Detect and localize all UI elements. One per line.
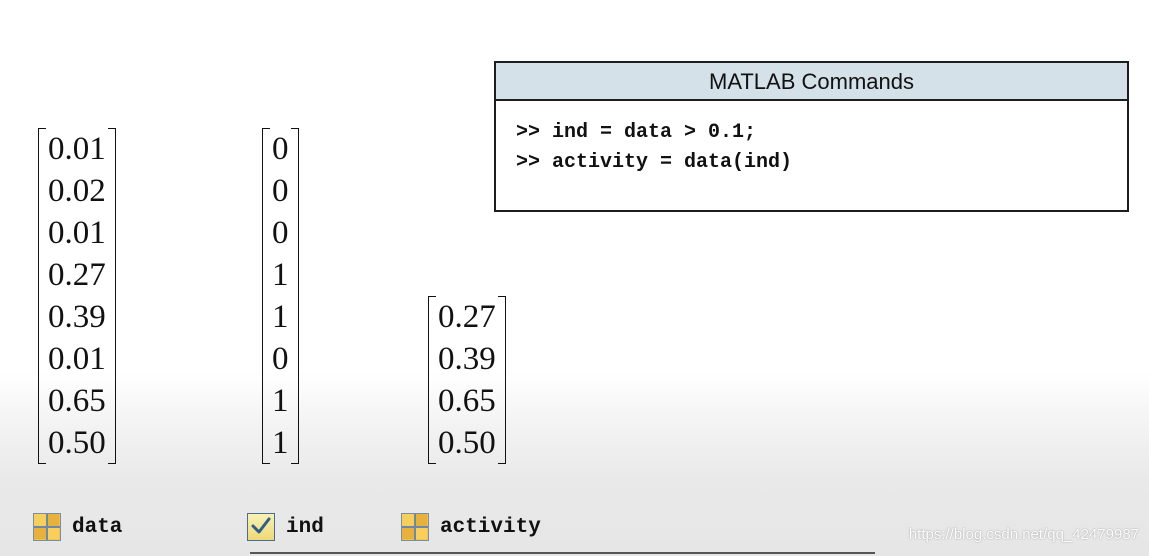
command-lines: >> ind = data > 0.1; >> activity = data(…: [496, 101, 1127, 178]
matrix-cell: 0.39: [48, 299, 106, 335]
command-line: >> ind = data > 0.1;: [516, 121, 757, 144]
matlab-commands-panel: MATLAB Commands >> ind = data > 0.1; >> …: [494, 61, 1129, 212]
right-bracket: [107, 128, 116, 464]
activity-matrix: 0.27 0.39 0.65 0.50: [428, 296, 506, 464]
matrix-cell: 0.01: [48, 215, 106, 251]
matrix-cell: 0: [272, 131, 289, 167]
left-bracket: [428, 296, 436, 464]
right-bracket: [497, 296, 506, 464]
grid-icon: [401, 513, 429, 541]
workspace-variable-data[interactable]: data: [33, 512, 122, 542]
data-matrix: 0.01 0.02 0.01 0.27 0.39 0.01 0.65 0.50: [38, 128, 116, 464]
checkbox-icon: [247, 513, 275, 541]
variable-name: ind: [286, 515, 324, 539]
ind-matrix: 0 0 0 1 1 0 1 1: [262, 128, 299, 464]
left-bracket: [38, 128, 46, 464]
matrix-cell: 0: [272, 173, 289, 209]
matrix-cell: 1: [272, 299, 289, 335]
workspace-variable-activity[interactable]: activity: [401, 512, 541, 542]
matrix-cell: 0.65: [48, 383, 106, 419]
divider: [250, 552, 875, 554]
matrix-cell: 0: [272, 341, 289, 377]
watermark: https://blog.csdn.net/qq_42479987: [908, 526, 1139, 543]
left-bracket: [262, 128, 270, 464]
variable-name: data: [72, 515, 123, 539]
matrix-cell: 0.50: [438, 425, 496, 461]
matrix-cell: 0.65: [438, 383, 496, 419]
matrix-cell: 0.39: [438, 341, 496, 377]
matrix-cell: 1: [272, 257, 289, 293]
matrix-cell: 1: [272, 425, 289, 461]
matrix-cell: 0.02: [48, 173, 106, 209]
matrix-cell: 0: [272, 215, 289, 251]
variable-name: activity: [440, 515, 541, 539]
command-line: >> activity = data(ind): [516, 151, 793, 174]
matrix-cell: 0.27: [438, 299, 496, 335]
matlab-commands-title: MATLAB Commands: [496, 63, 1127, 101]
matrix-cell: 0.50: [48, 425, 106, 461]
matrix-cell: 0.01: [48, 131, 106, 167]
matrix-cell: 1: [272, 383, 289, 419]
matrix-cell: 0.01: [48, 341, 106, 377]
right-bracket: [290, 128, 299, 464]
grid-icon: [33, 513, 61, 541]
workspace-variable-ind[interactable]: ind: [247, 512, 324, 542]
matrix-cell: 0.27: [48, 257, 106, 293]
